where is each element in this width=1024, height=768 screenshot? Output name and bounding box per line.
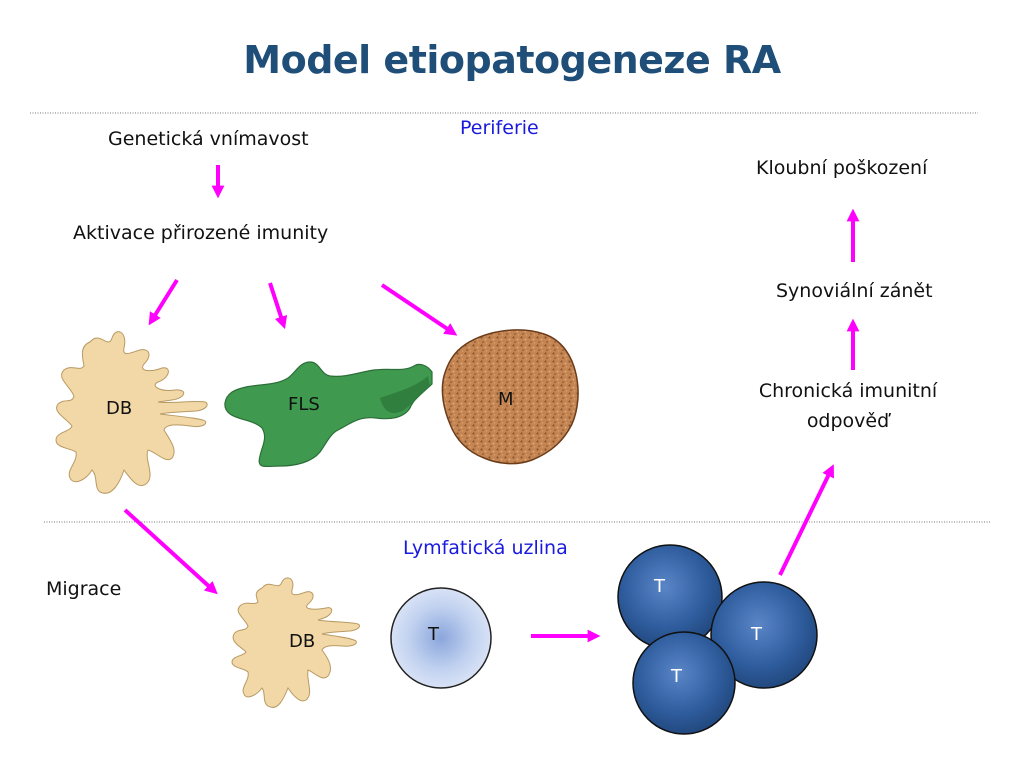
- activated-t-cell-3: [710, 581, 818, 689]
- cell-label-db-lymph: DB: [289, 631, 316, 652]
- arrow-migration: [123, 508, 218, 595]
- arrows: [123, 165, 860, 643]
- arrow-innate-to-macrophage: [380, 283, 458, 336]
- label-chronic-response: Chronická imunitní odpověď: [738, 376, 958, 436]
- label-synovial-inflammation: Synoviální zánět: [776, 280, 933, 302]
- label-genetic-susceptibility: Genetická vnímavost: [108, 128, 309, 150]
- label-joint-damage: Kloubní poškození: [756, 157, 928, 179]
- label-migration: Migrace: [46, 578, 122, 600]
- label-chronic-response-line2: odpověď: [806, 410, 890, 432]
- label-chronic-response-line1: Chronická imunitní: [758, 380, 938, 402]
- arrow-to-chronic: [778, 464, 834, 576]
- page-title: Model etiopatogeneze RA: [243, 38, 781, 82]
- dendritic-cell-periphery: [55, 331, 208, 494]
- dendritic-cell-lymph: [231, 577, 361, 708]
- cell-label-db-periphery: DB: [106, 398, 133, 419]
- arrow-innate-to-fls: [268, 282, 288, 330]
- cell-label-t-naive: T: [428, 624, 439, 645]
- fls-shade: [380, 376, 430, 414]
- macrophage-cell: [441, 329, 579, 465]
- region-label-lymph-node: Lymfatická uzlina: [403, 537, 568, 559]
- arrow-innate-to-db: [148, 278, 179, 326]
- cell-label-t-activated-2: T: [671, 666, 682, 687]
- activated-t-cell-2: [632, 631, 736, 735]
- cell-label-t-activated-3: T: [751, 624, 762, 645]
- cell-label-macrophage: M: [498, 389, 514, 410]
- cell-label-t-activated-1: T: [654, 576, 665, 597]
- region-label-periphery: Periferie: [460, 117, 539, 139]
- cell-label-fls: FLS: [288, 394, 320, 415]
- label-innate-activation: Aktivace přirozené imunity: [73, 222, 329, 244]
- naive-t-cell: [390, 587, 492, 689]
- fls-cell: [224, 361, 433, 468]
